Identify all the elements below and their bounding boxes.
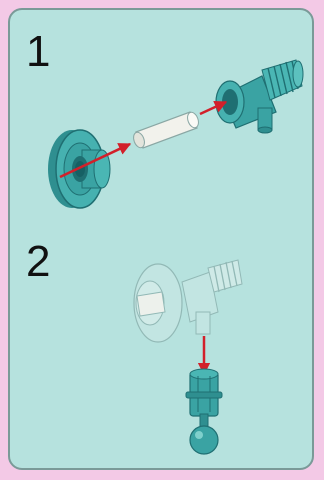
axle-pin-part — [132, 111, 201, 149]
connector-part — [216, 60, 303, 133]
ball-joint-part — [186, 369, 222, 454]
assembled-hub-part — [134, 260, 242, 342]
